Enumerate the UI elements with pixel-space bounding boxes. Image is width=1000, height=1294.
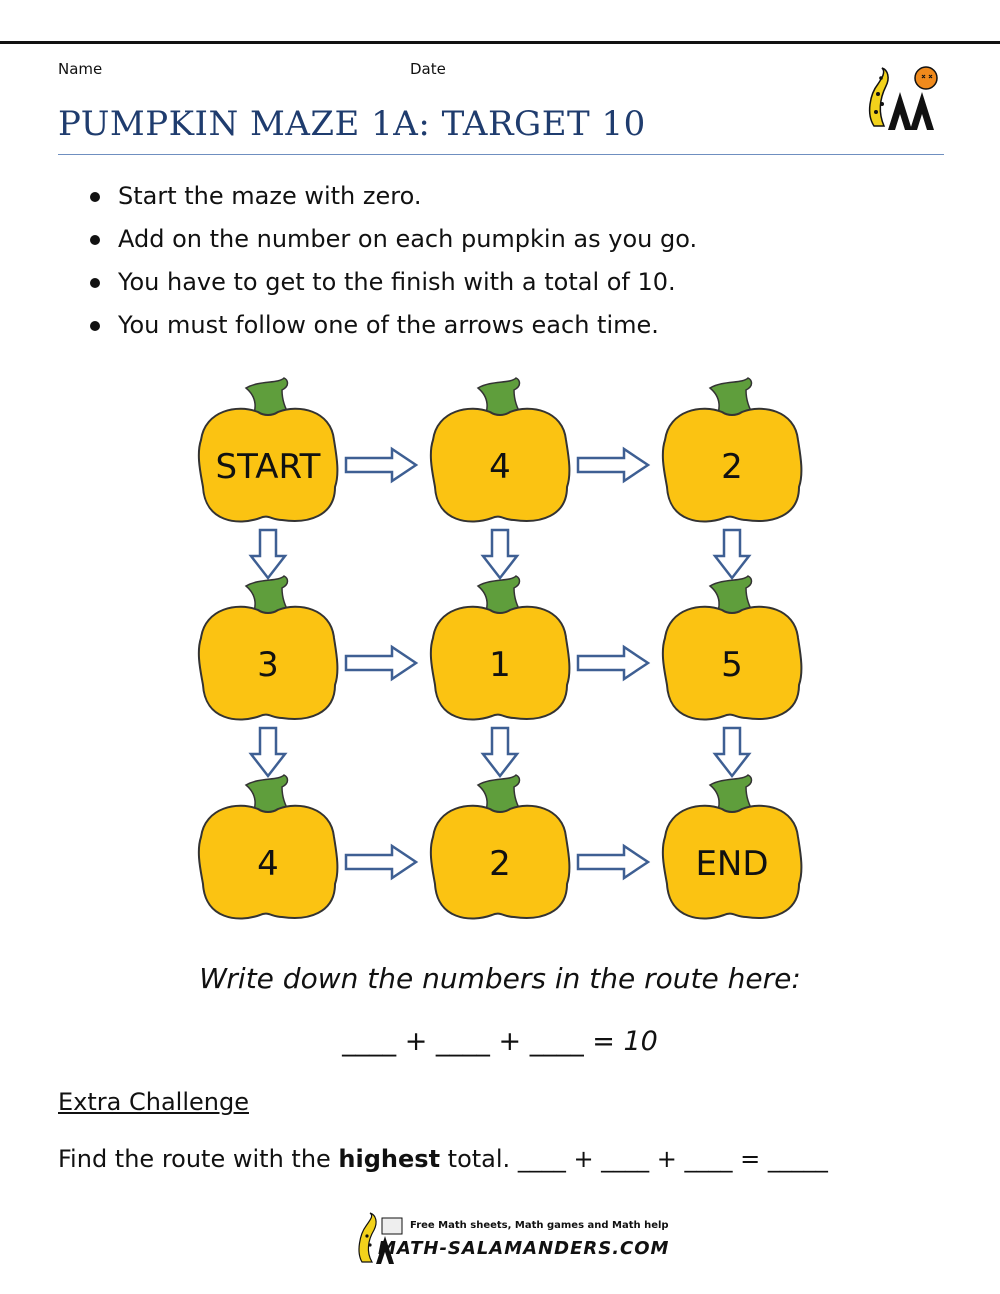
pumpkin-stem-icon bbox=[476, 575, 524, 620]
pumpkin-stem-icon bbox=[244, 575, 292, 620]
pumpkin-icon bbox=[197, 407, 339, 523]
top-rule bbox=[0, 41, 1000, 44]
pumpkin-icon bbox=[429, 605, 571, 721]
pumpkin-node: 2 bbox=[661, 377, 803, 523]
challenge-text-end: total. ____ + ____ + ____ = _____ bbox=[440, 1145, 828, 1173]
pumpkin-node: 4 bbox=[197, 774, 339, 920]
pumpkin-node: 3 bbox=[197, 575, 339, 721]
arrow-down-icon bbox=[248, 528, 288, 581]
pumpkin-label: 2 bbox=[489, 844, 511, 884]
arrow-down-icon bbox=[480, 528, 520, 581]
instruction-item: You must follow one of the arrows each t… bbox=[88, 304, 697, 347]
extra-challenge-heading: Extra Challenge bbox=[58, 1088, 249, 1116]
name-label: Name bbox=[58, 60, 103, 78]
footer-tagline: Free Math sheets, Math games and Math he… bbox=[410, 1220, 669, 1231]
pumpkin-label: 4 bbox=[489, 447, 511, 487]
arrow-down-icon bbox=[480, 726, 520, 779]
arrow-right-icon bbox=[576, 843, 651, 881]
pumpkin-stem-icon bbox=[244, 774, 292, 819]
arrow-right-icon bbox=[344, 446, 419, 484]
pumpkin-stem-icon bbox=[476, 377, 524, 422]
pumpkin-icon bbox=[429, 407, 571, 523]
pumpkin-label: 2 bbox=[721, 447, 743, 487]
pumpkin-node: 1 bbox=[429, 575, 571, 721]
instructions-list: Start the maze with zero. Add on the num… bbox=[88, 175, 697, 347]
pumpkin-label: END bbox=[695, 844, 768, 884]
arrow-right-icon bbox=[576, 644, 651, 682]
footer-site-link[interactable]: MATH-SALAMANDERS.COM bbox=[378, 1238, 670, 1259]
challenge-highest-word: highest bbox=[338, 1145, 441, 1173]
pumpkin-label: 1 bbox=[489, 645, 511, 685]
route-equation: ____ + ____ + ____ = 10 bbox=[342, 1026, 658, 1057]
pumpkin-icon bbox=[661, 605, 803, 721]
arrow-right-icon bbox=[344, 843, 419, 881]
challenge-text-start: Find the route with the bbox=[58, 1145, 339, 1173]
pumpkin-label: START bbox=[216, 447, 321, 487]
pumpkin-label: 3 bbox=[257, 645, 279, 685]
title-rule bbox=[58, 154, 944, 155]
arrow-down-icon bbox=[712, 528, 752, 581]
pumpkin-stem-icon bbox=[708, 575, 756, 620]
pumpkin-stem-icon bbox=[708, 377, 756, 422]
pumpkin-icon bbox=[197, 804, 339, 920]
pumpkin-node: 4 bbox=[429, 377, 571, 523]
pumpkin-label: 5 bbox=[721, 645, 743, 685]
instruction-item: Start the maze with zero. bbox=[88, 175, 697, 218]
pumpkin-node: END bbox=[661, 774, 803, 920]
footer-salamander-icon bbox=[358, 1212, 403, 1264]
pumpkin-stem-icon bbox=[708, 774, 756, 819]
arrow-right-icon bbox=[344, 644, 419, 682]
instruction-item: You have to get to the finish with a tot… bbox=[88, 261, 697, 304]
salamander-logo-icon bbox=[868, 66, 938, 130]
route-prompt: Write down the numbers in the route here… bbox=[199, 962, 801, 995]
pumpkin-icon bbox=[661, 407, 803, 523]
arrow-right-icon bbox=[576, 446, 651, 484]
pumpkin-label: 4 bbox=[257, 844, 279, 884]
arrow-down-icon bbox=[248, 726, 288, 779]
arrow-down-icon bbox=[712, 726, 752, 779]
pumpkin-icon bbox=[429, 804, 571, 920]
pumpkin-icon bbox=[197, 605, 339, 721]
pumpkin-stem-icon bbox=[244, 377, 292, 422]
pumpkin-node: 5 bbox=[661, 575, 803, 721]
pumpkin-stem-icon bbox=[476, 774, 524, 819]
date-label: Date bbox=[410, 60, 446, 78]
extra-challenge-text: Find the route with the highest total. _… bbox=[58, 1145, 828, 1173]
page-title: PUMPKIN MAZE 1A: TARGET 10 bbox=[58, 104, 646, 144]
pumpkin-node: 2 bbox=[429, 774, 571, 920]
pumpkin-icon bbox=[661, 804, 803, 920]
pumpkin-node: START bbox=[197, 377, 339, 523]
instruction-item: Add on the number on each pumpkin as you… bbox=[88, 218, 697, 261]
